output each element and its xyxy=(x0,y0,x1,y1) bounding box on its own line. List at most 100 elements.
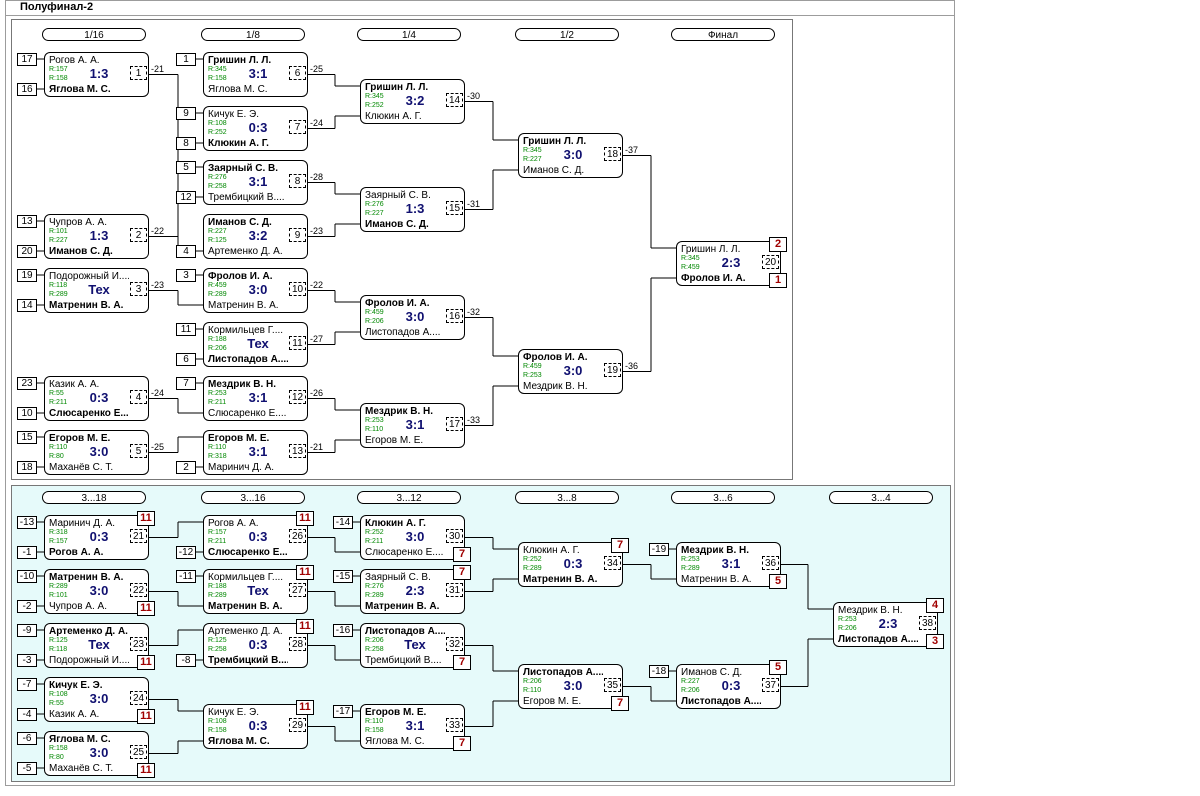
match-score: Тех xyxy=(404,637,426,652)
player-bottom-name: Матренин В. А. xyxy=(208,601,283,612)
player-bottom-rating: R:289 xyxy=(208,592,227,599)
match-number: 32 xyxy=(446,637,463,651)
place-badge-bottom: 11 xyxy=(137,655,155,670)
player-bottom-rating: R:118 xyxy=(49,646,68,653)
loser-destination-label: -21 xyxy=(151,63,165,74)
player-top-name: Мездрик В. Н. xyxy=(365,406,434,417)
player-top-rating: R:253 xyxy=(838,616,857,623)
seed-top: -17 xyxy=(333,705,353,718)
seed-top: -19 xyxy=(649,543,669,556)
loser-destination-label: -24 xyxy=(151,387,165,398)
place-badge-top: 11 xyxy=(296,619,314,634)
place-badge-bottom: 7 xyxy=(453,547,471,562)
match-score: 3:1 xyxy=(248,444,268,459)
player-bottom-rating: R:110 xyxy=(523,687,542,694)
player-bottom-rating: R:227 xyxy=(365,210,384,217)
player-top-name: Матренин В. А. xyxy=(49,572,124,583)
player-bottom-rating: R:158 xyxy=(49,75,68,82)
player-bottom-rating: R:80 xyxy=(49,453,64,460)
player-top-rating: R:108 xyxy=(208,718,227,725)
seed-bottom: 8 xyxy=(176,137,196,150)
player-top-name: Заярный С. В. xyxy=(365,190,431,201)
place-badge-top: 11 xyxy=(296,511,314,526)
seed-top: 17 xyxy=(17,53,37,66)
match-score: 3:0 xyxy=(89,745,109,760)
match-score: 3:1 xyxy=(248,174,268,189)
player-top-name: Фролов И. А. xyxy=(365,298,430,309)
seed-bottom: -3 xyxy=(17,654,37,667)
seed-top: 5 xyxy=(176,161,196,174)
player-top-name: Егоров М. Е. xyxy=(49,433,111,444)
player-top-rating: R:276 xyxy=(365,201,384,208)
loser-destination-label: -36 xyxy=(625,360,639,371)
loser-destination-label: -26 xyxy=(310,387,324,398)
match-number: 29 xyxy=(289,718,306,732)
player-bottom-name: Клюкин А. Г. xyxy=(208,138,269,149)
player-bottom-name: Матренин В. А. xyxy=(208,300,279,311)
player-top-name: Рогов А. А. xyxy=(49,55,100,66)
player-top-rating: R:253 xyxy=(365,417,384,424)
player-top-rating: R:252 xyxy=(523,556,542,563)
player-bottom-name: Иманов С. Д. xyxy=(365,219,429,230)
player-bottom-name: Трембицкий В.... xyxy=(208,192,285,203)
place-badge-top: 5 xyxy=(769,660,787,675)
match-score: 0:3 xyxy=(248,120,268,135)
seed-bottom: -5 xyxy=(17,762,37,775)
player-top-rating: R:227 xyxy=(681,678,700,685)
loser-destination-label: -33 xyxy=(467,414,481,425)
match-number: 36 xyxy=(762,556,779,570)
seed-bottom: -4 xyxy=(17,708,37,721)
loser-destination-label: -25 xyxy=(310,63,324,74)
player-top-name: Фролов И. А. xyxy=(208,271,273,282)
player-top-rating: R:227 xyxy=(208,228,227,235)
player-top-rating: R:206 xyxy=(365,637,384,644)
seed-top: 13 xyxy=(17,215,37,228)
match-number: 10 xyxy=(289,282,306,296)
player-top-name: Клюкин А. Г. xyxy=(365,518,426,529)
player-bottom-rating: R:206 xyxy=(365,318,384,325)
match-score: 3:0 xyxy=(89,583,109,598)
place-badge-bottom: 7 xyxy=(453,655,471,670)
match-number: 14 xyxy=(446,93,463,107)
seed-top: -11 xyxy=(176,570,196,583)
player-bottom-name: Клюкин А. Г. xyxy=(365,111,422,122)
